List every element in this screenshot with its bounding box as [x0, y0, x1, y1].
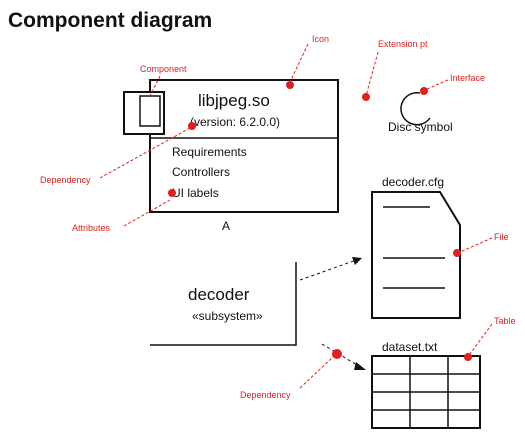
annotation-file: File	[494, 232, 509, 242]
component-item-3: UI labels	[172, 186, 219, 200]
annotation-interface-leader	[424, 79, 449, 91]
component-version: (version: 6.2.0.0)	[190, 115, 280, 129]
annotation-extension-leader	[365, 51, 379, 97]
annotation-attributes-dot	[168, 189, 176, 197]
diagram-title: Component diagram	[8, 9, 212, 32]
document-shape	[371, 191, 461, 319]
annotation-extension: Extension pt	[378, 39, 428, 49]
annotation-interface: Interface	[450, 73, 485, 83]
subsystem-stereotype: «subsystem»	[192, 309, 263, 323]
annotation-attributes: Attributes	[72, 223, 111, 233]
annotation-table: Table	[494, 316, 516, 326]
annotation-file-leader	[459, 237, 493, 253]
annotation-dependency-bottom-leader	[299, 355, 335, 389]
dependency-arrow-doc	[352, 257, 362, 265]
disc-arc	[400, 91, 431, 126]
annotation-component-leader	[149, 75, 161, 97]
annotation-dependency-left-dot	[188, 122, 196, 130]
annotation-icon-leader	[289, 43, 309, 83]
disc-label: Disc symbol	[388, 120, 453, 134]
annotation-dependency-left-leader	[99, 127, 191, 179]
annotation-dependency-bottom-dot	[332, 349, 342, 359]
annotation-icon-dot	[286, 81, 294, 89]
annotation-interface-dot	[420, 87, 428, 95]
annotation-icon: Icon	[312, 34, 329, 44]
annotation-component: Component	[140, 64, 187, 74]
annotation-attributes-leader	[123, 199, 171, 227]
component-item-2: Controllers	[172, 165, 230, 179]
table-dataset: dataset.txt	[371, 340, 481, 429]
component-libjpeg: libjpeg.so (version: 6.2.0.0) Requiremen…	[123, 79, 339, 233]
annotation-file-dot	[453, 249, 461, 257]
component-icon	[123, 91, 165, 135]
annotation-dependency-left: Dependency	[40, 175, 91, 185]
component-item-1: Requirements	[172, 145, 247, 159]
annotation-extension-dot	[362, 93, 370, 101]
document-name: decoder.cfg	[382, 175, 444, 189]
annotation-dependency-bottom: Dependency	[240, 390, 291, 400]
disc-symbol: Disc symbol	[388, 91, 453, 134]
component-anchor: A	[222, 219, 230, 233]
annotation-table-dot	[464, 353, 472, 361]
subsystem-decoder: decoder «subsystem»	[150, 262, 297, 346]
annotation-table-leader	[469, 323, 493, 355]
dependency-line-doc	[299, 257, 363, 281]
component-box	[149, 79, 339, 213]
dependency-line-table	[321, 343, 363, 369]
subsystem-frame	[150, 262, 297, 346]
dependency-arrow-table	[354, 362, 366, 370]
document-decoder-cfg: decoder.cfg	[371, 175, 461, 319]
table-name: dataset.txt	[382, 340, 438, 354]
component-name: libjpeg.so	[198, 91, 270, 110]
annotations: Component Icon Extension pt Interface De…	[40, 34, 516, 400]
subsystem-name: decoder	[188, 285, 250, 304]
